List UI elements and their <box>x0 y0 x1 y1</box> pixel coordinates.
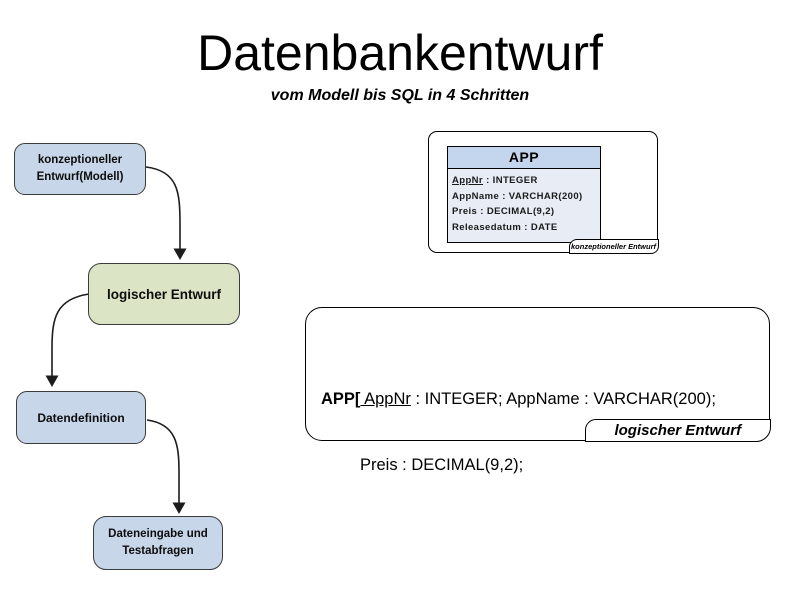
attribute-type: : INTEGER <box>483 175 538 186</box>
entity-attribute-row: AppName : VARCHAR(200) <box>452 189 598 205</box>
attribute-type: : DECIMAL(9,2) <box>477 206 555 217</box>
flow-step-label-line: Entwurf(Modell) <box>36 171 124 183</box>
flow-step-dateneingabe-testabfragen: Dateneingabe und Testabfragen <box>93 516 223 570</box>
slide-subtitle: vom Modell bis SQL in 4 Schritten <box>270 87 530 104</box>
panel-caption-konzeptioneller-entwurf: konzeptioneller Entwurf <box>568 238 659 254</box>
attribute-name: Releasedatum <box>452 221 522 233</box>
entity-attribute-row: Releasedatum : DATE <box>452 220 598 236</box>
entity-attribute-row: Preis : DECIMAL(9,2) <box>452 204 598 220</box>
logischer-entwurf-panel: APP[ AppNr : INTEGER; AppName : VARCHAR(… <box>305 307 771 474</box>
entity-attribute-row: AppNr : INTEGER <box>452 173 598 189</box>
relation-schema-text: APP[ AppNr : INTEGER; AppName : VARCHAR(… <box>321 344 716 520</box>
flow-step-logischer-entwurf: logischer Entwurf <box>88 263 240 325</box>
slide-title: Datenbankentwurf <box>197 25 603 81</box>
relation-key-attribute: AppNr <box>360 390 411 408</box>
konzeptioneller-entwurf-panel: APP AppNr : INTEGER AppName : VARCHAR(20… <box>428 131 659 254</box>
relation-schema-line1: APP[ AppNr : INTEGER; AppName : VARCHAR(… <box>321 388 716 410</box>
connector-arrow-2-line <box>51 293 90 376</box>
relation-attributes: : INTEGER; AppName : VARCHAR(200); <box>410 390 716 408</box>
attribute-type: : VARCHAR(200) <box>499 190 583 202</box>
relation-name: APP[ <box>321 390 361 408</box>
entity-table-body: AppNr : INTEGER AppName : VARCHAR(200) P… <box>448 169 600 242</box>
attribute-type: : DATE <box>521 221 558 233</box>
flow-step-datendefinition: Datendefinition <box>16 391 146 444</box>
connector-arrow-1-head <box>173 248 187 260</box>
connector-arrow-1-line <box>145 166 181 249</box>
attribute-name: AppName <box>452 190 500 202</box>
entity-table-app: APP AppNr : INTEGER AppName : VARCHAR(20… <box>447 146 601 243</box>
relation-schema-line2: Preis : DECIMAL(9,2); <box>360 456 524 474</box>
connector-arrow-3-line <box>146 419 180 503</box>
flow-step-label-line: Datendefinition <box>37 410 125 425</box>
flow-step-label-line: Testabfragen <box>122 545 194 557</box>
attribute-name-pk: AppNr <box>452 175 484 186</box>
connector-arrow-2-head <box>45 375 59 387</box>
flow-step-label-line: logischer Entwurf <box>106 286 221 302</box>
entity-table-title: APP <box>448 147 600 169</box>
panel-caption-logischer-entwurf: logischer Entwurf <box>584 418 771 442</box>
flow-step-konzeptioneller-entwurf: konzeptioneller Entwurf(Modell) <box>14 143 146 195</box>
flow-step-label-line: konzeptioneller <box>37 153 123 166</box>
attribute-name: Preis <box>452 206 478 217</box>
connector-arrow-3-head <box>172 502 186 514</box>
flow-step-label-line: Dateneingabe und <box>108 527 208 540</box>
